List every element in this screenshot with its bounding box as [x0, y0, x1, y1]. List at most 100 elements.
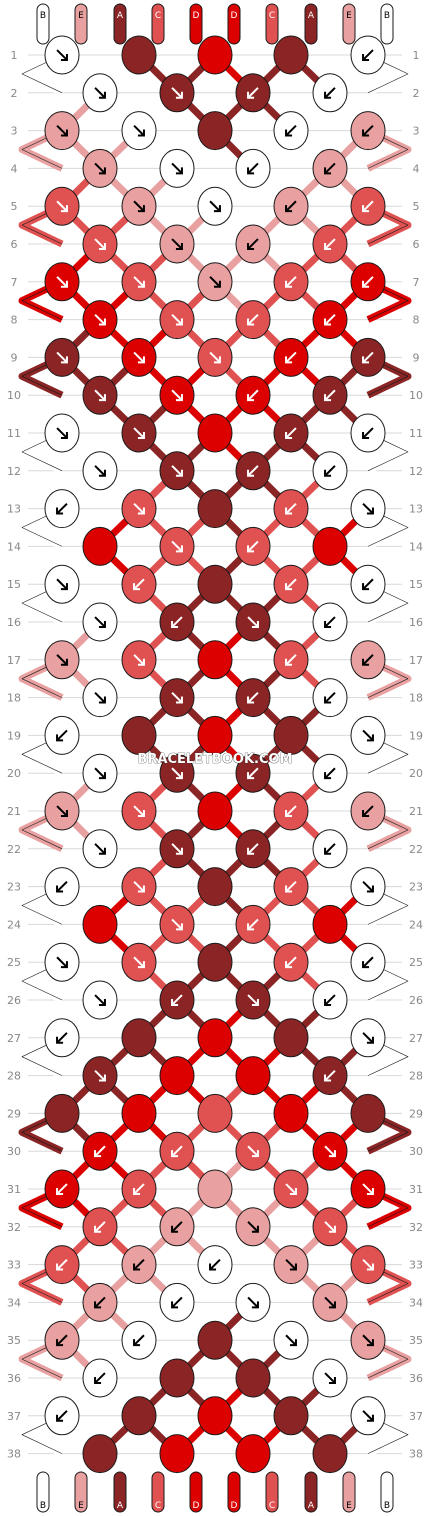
knot-oval	[235, 1056, 271, 1096]
arrow-head	[60, 431, 68, 439]
arrow-shaft	[247, 843, 259, 855]
arrow-head	[366, 1414, 374, 1422]
arrow-head	[137, 961, 145, 969]
arrow-head	[362, 809, 370, 817]
knot	[235, 73, 271, 113]
arrow-head	[60, 356, 68, 364]
string-letter: A	[117, 1501, 124, 1511]
knot	[82, 678, 118, 718]
string-end	[342, 3, 356, 45]
arrow-shaft	[94, 238, 106, 250]
knot	[197, 111, 233, 151]
knot-oval	[197, 35, 233, 75]
arrow-shaft	[362, 880, 374, 893]
arrow-shaft	[362, 1032, 374, 1044]
knot	[44, 186, 80, 226]
knot	[350, 489, 386, 529]
knot	[350, 1169, 386, 1209]
arrow-head	[175, 545, 183, 553]
arrow-shaft	[171, 87, 183, 99]
knot	[197, 715, 233, 755]
arrow-shaft	[324, 1221, 336, 1233]
arrow-shaft	[56, 654, 68, 666]
arrow-shaft	[94, 1069, 106, 1082]
string-end	[265, 3, 279, 45]
knot-oval	[197, 111, 233, 151]
knots	[44, 35, 386, 1474]
string-tab-top: C	[265, 3, 279, 45]
knot-oval	[197, 1093, 233, 1133]
knot	[82, 73, 118, 113]
arrow-head	[213, 280, 221, 288]
arrow-shaft	[247, 162, 259, 175]
arrow-shaft	[362, 578, 374, 590]
arrow-shaft	[324, 313, 336, 326]
knot-oval	[197, 791, 233, 831]
knot	[273, 867, 309, 907]
knot	[121, 337, 157, 377]
string-letter: D	[193, 1501, 200, 1511]
row-number-left: 22	[7, 843, 21, 856]
arrow-shaft	[56, 1410, 68, 1422]
arrow-shaft	[324, 465, 336, 477]
knot	[159, 148, 195, 188]
arrow-shaft	[324, 616, 336, 628]
knot	[121, 564, 157, 604]
row-number-right: 29	[409, 1107, 423, 1120]
arrow-shaft	[56, 1183, 68, 1195]
string-end	[304, 3, 318, 45]
row-number-right: 36	[409, 1372, 423, 1385]
knot	[235, 148, 271, 188]
row-number-left: 3	[11, 125, 18, 138]
arrow-head	[247, 696, 255, 704]
arrow-shaft	[247, 540, 259, 553]
knot-oval	[197, 715, 233, 755]
string-end	[189, 1471, 203, 1513]
arrow-head	[362, 280, 370, 288]
knot	[312, 375, 348, 415]
arrow-shaft	[171, 843, 183, 855]
string-tab-bottom: D	[189, 1471, 203, 1513]
row-number-left: 26	[7, 994, 21, 1007]
arrow-head	[175, 696, 183, 704]
arrow-shaft	[94, 162, 106, 175]
arrow-shaft	[56, 502, 68, 515]
arrow-head	[362, 205, 370, 213]
arrow-head	[324, 696, 332, 704]
knot	[312, 224, 348, 264]
arrow-head	[251, 998, 259, 1006]
arrow-head	[98, 242, 106, 250]
arrow-head	[98, 998, 106, 1006]
arrow-head	[56, 1187, 64, 1195]
knot-oval	[312, 1434, 348, 1474]
knot-oval	[44, 1093, 80, 1133]
row-number-left: 4	[11, 162, 18, 175]
knot-oval	[82, 1434, 118, 1474]
arrow-head	[137, 809, 145, 817]
knot-oval	[197, 867, 233, 907]
arrow-shaft	[362, 502, 374, 515]
arrow-shaft	[285, 805, 297, 817]
arrow-head	[285, 583, 293, 591]
string-tab-bottom: E	[74, 1471, 88, 1513]
knot-oval	[312, 526, 348, 566]
arrow-head	[285, 356, 293, 364]
row-number-right: 34	[409, 1296, 423, 1309]
arrow-head	[56, 1036, 64, 1044]
knot	[273, 413, 309, 453]
arrow-shaft	[285, 1334, 297, 1346]
string-tab-top: A	[304, 3, 318, 45]
row-number-left: 31	[7, 1183, 21, 1196]
knot	[44, 337, 80, 377]
knot-oval	[121, 715, 157, 755]
arrow-shaft	[362, 200, 374, 212]
arrow-shaft	[171, 918, 183, 931]
arrow-shaft	[171, 389, 183, 401]
arrow-shaft	[285, 200, 297, 212]
arrow-head	[285, 507, 293, 515]
arrow-head	[213, 356, 221, 364]
knot	[235, 224, 271, 264]
knot	[197, 564, 233, 604]
row-number-left: 15	[7, 578, 21, 591]
arrow-head	[251, 1301, 259, 1309]
